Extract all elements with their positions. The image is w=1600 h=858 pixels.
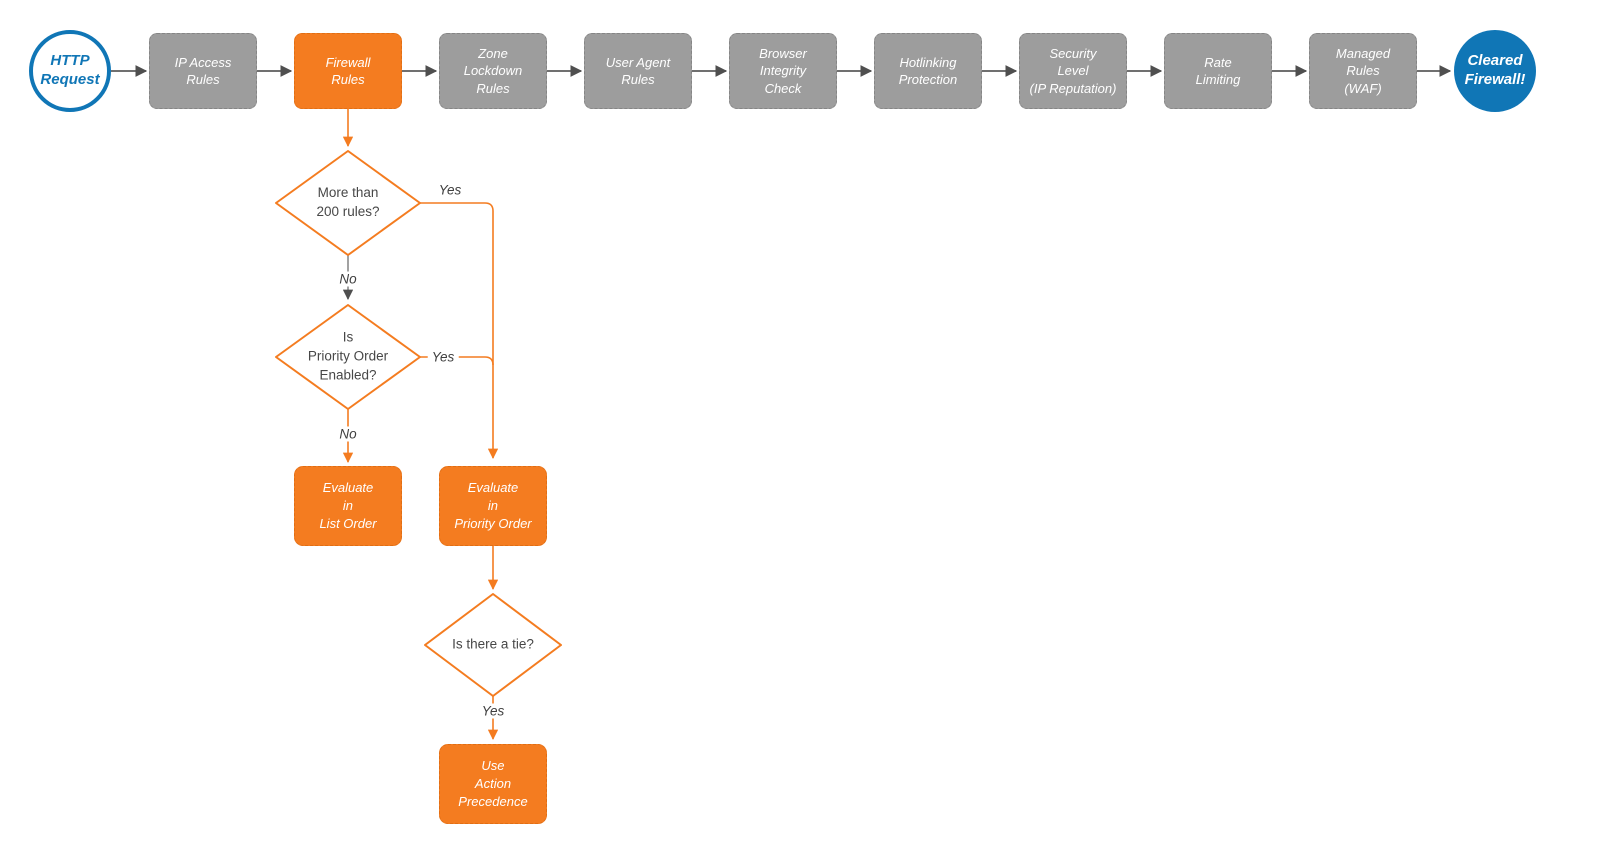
edge-label-yes-more-than-200: Yes: [438, 182, 462, 198]
decision-priority-order-enabled: [275, 304, 421, 410]
stage-ip-access-rules: IP Access Rules: [149, 33, 257, 109]
cleared-firewall-label: Cleared Firewall!: [1464, 52, 1526, 88]
process-label: Evaluate in List Order: [319, 479, 377, 532]
stage-label: IP Access Rules: [174, 54, 232, 87]
decision-more-than-200-rules: [275, 150, 421, 256]
decision-is-there-a-tie-label: Is there a tie?: [452, 636, 534, 652]
process-evaluate-in-priority-order: Evaluate in Priority Order: [439, 466, 547, 546]
decision-priority-order-enabled-label: Is Priority Order Enabled?: [307, 329, 389, 383]
stage-label: Hotlinking Protection: [898, 54, 958, 87]
stage-hotlinking-protection: Hotlinking Protection: [874, 33, 982, 109]
http-request-label: HTTP Request: [40, 52, 100, 88]
stage-firewall-rules: Firewall Rules: [294, 33, 402, 109]
stage-label: Zone Lockdown Rules: [463, 46, 523, 96]
stage-zone-lockdown-rules: Zone Lockdown Rules: [439, 33, 547, 109]
cleared-firewall-node: Cleared Firewall!: [1454, 30, 1536, 112]
edge-decision-priority-yes: [420, 356, 494, 366]
stage-label: Browser Integrity Check: [759, 46, 807, 96]
process-label: Evaluate in Priority Order: [454, 479, 532, 532]
process-evaluate-in-list-order: Evaluate in List Order: [294, 466, 402, 546]
stage-security-level: Security Level (IP Reputation): [1019, 33, 1127, 109]
edge-label-yes-priority-enabled: Yes: [427, 349, 459, 365]
stage-browser-integrity-check: Browser Integrity Check: [729, 33, 837, 109]
stage-label: Firewall Rules: [325, 54, 371, 87]
decision-is-there-a-tie: [424, 593, 562, 697]
http-request-node: HTTP Request: [29, 30, 111, 112]
decision-more-than-200-rules-label: More than 200 rules?: [316, 185, 380, 219]
stage-label: Managed Rules (WAF): [1335, 46, 1391, 96]
edge-decision-200-yes: [420, 202, 499, 460]
stage-managed-rules-waf: Managed Rules (WAF): [1309, 33, 1417, 109]
process-label: Use Action Precedence: [458, 757, 528, 810]
stage-rate-limiting: Rate Limiting: [1164, 33, 1272, 109]
process-use-action-precedence: Use Action Precedence: [439, 744, 547, 824]
stage-label: Security Level (IP Reputation): [1029, 46, 1117, 96]
stage-label: User Agent Rules: [605, 54, 671, 87]
stage-user-agent-rules: User Agent Rules: [584, 33, 692, 109]
stage-label: Rate Limiting: [1195, 54, 1241, 87]
edge-label-yes-tie: Yes: [477, 703, 509, 719]
edge-label-no-priority-enabled: No: [335, 426, 361, 442]
edge-label-no-more-than-200: No: [335, 271, 361, 287]
decision-shapes: [275, 150, 562, 697]
